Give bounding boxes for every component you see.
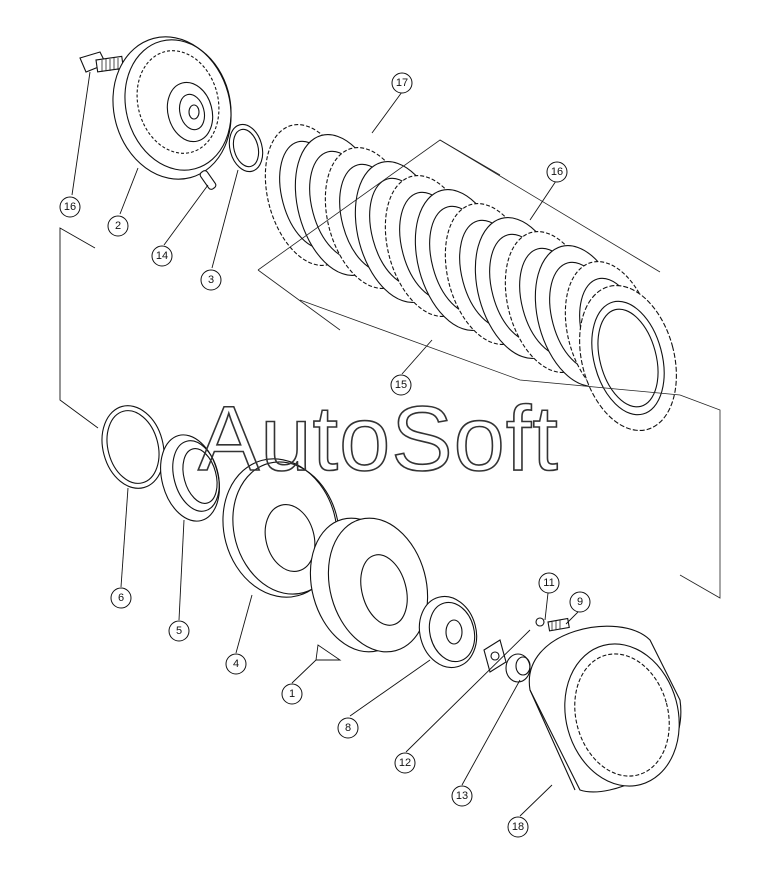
- callout-10: 11: [538, 572, 560, 594]
- svg-text:16: 16: [64, 201, 76, 213]
- svg-text:11: 11: [543, 577, 554, 589]
- svg-text:1: 1: [289, 688, 295, 700]
- svg-text:4: 4: [233, 658, 239, 670]
- assembly-bracket-left: [59, 227, 99, 429]
- svg-text:15: 15: [395, 379, 407, 391]
- svg-text:13: 13: [456, 790, 468, 802]
- callout-8: 8: [337, 717, 359, 739]
- svg-text:18: 18: [512, 821, 524, 833]
- part-6-ring: [101, 405, 165, 489]
- part-4-piston-plate: [222, 458, 340, 598]
- callout-15: 15: [390, 374, 412, 396]
- part-18-ring-gear: [528, 625, 682, 793]
- callout-6: 6: [110, 587, 132, 609]
- callout-3: 3: [200, 269, 222, 291]
- svg-text:12: 12: [399, 757, 411, 769]
- part-2-hub: [112, 36, 232, 180]
- callout-1: 1: [281, 683, 303, 705]
- part-8-hub: [418, 595, 478, 669]
- svg-text:14: 14: [156, 250, 168, 262]
- part-10-clip: [535, 617, 545, 627]
- svg-text:16: 16: [551, 166, 563, 178]
- svg-text:2: 2: [115, 220, 121, 232]
- part-5-seal: [160, 434, 220, 522]
- callout-4: 4: [225, 653, 247, 675]
- svg-text:5: 5: [176, 625, 182, 637]
- callout-16: 16: [546, 161, 568, 183]
- svg-text:8: 8: [345, 722, 351, 734]
- part-9-screw: [547, 617, 570, 632]
- svg-text:17: 17: [396, 77, 408, 89]
- callout-18: 18: [507, 816, 529, 838]
- svg-text:6: 6: [118, 592, 124, 604]
- part-13-bolt: [79, 51, 125, 73]
- callout-9: 9: [569, 591, 591, 613]
- callout-5: 5: [168, 620, 190, 642]
- part-3-ring: [228, 123, 264, 173]
- svg-text:9: 9: [577, 596, 583, 608]
- callout-12: 14: [151, 245, 173, 267]
- callout-13: 16: [59, 196, 81, 218]
- watermark-text: AutoSoft: [198, 388, 559, 490]
- svg-text:3: 3: [208, 274, 214, 286]
- part-12-pin: [199, 170, 217, 190]
- callout-2: 2: [107, 215, 129, 237]
- callout-leaders: [71, 71, 579, 817]
- part-14-nut: [505, 653, 531, 683]
- callout-14: 13: [451, 785, 473, 807]
- callout-11: 12: [394, 752, 416, 774]
- callout-17: 17: [391, 72, 413, 94]
- part-1-drum: [309, 517, 429, 653]
- clutch-disc-pack: [257, 124, 721, 599]
- part-11-plate: [483, 639, 507, 673]
